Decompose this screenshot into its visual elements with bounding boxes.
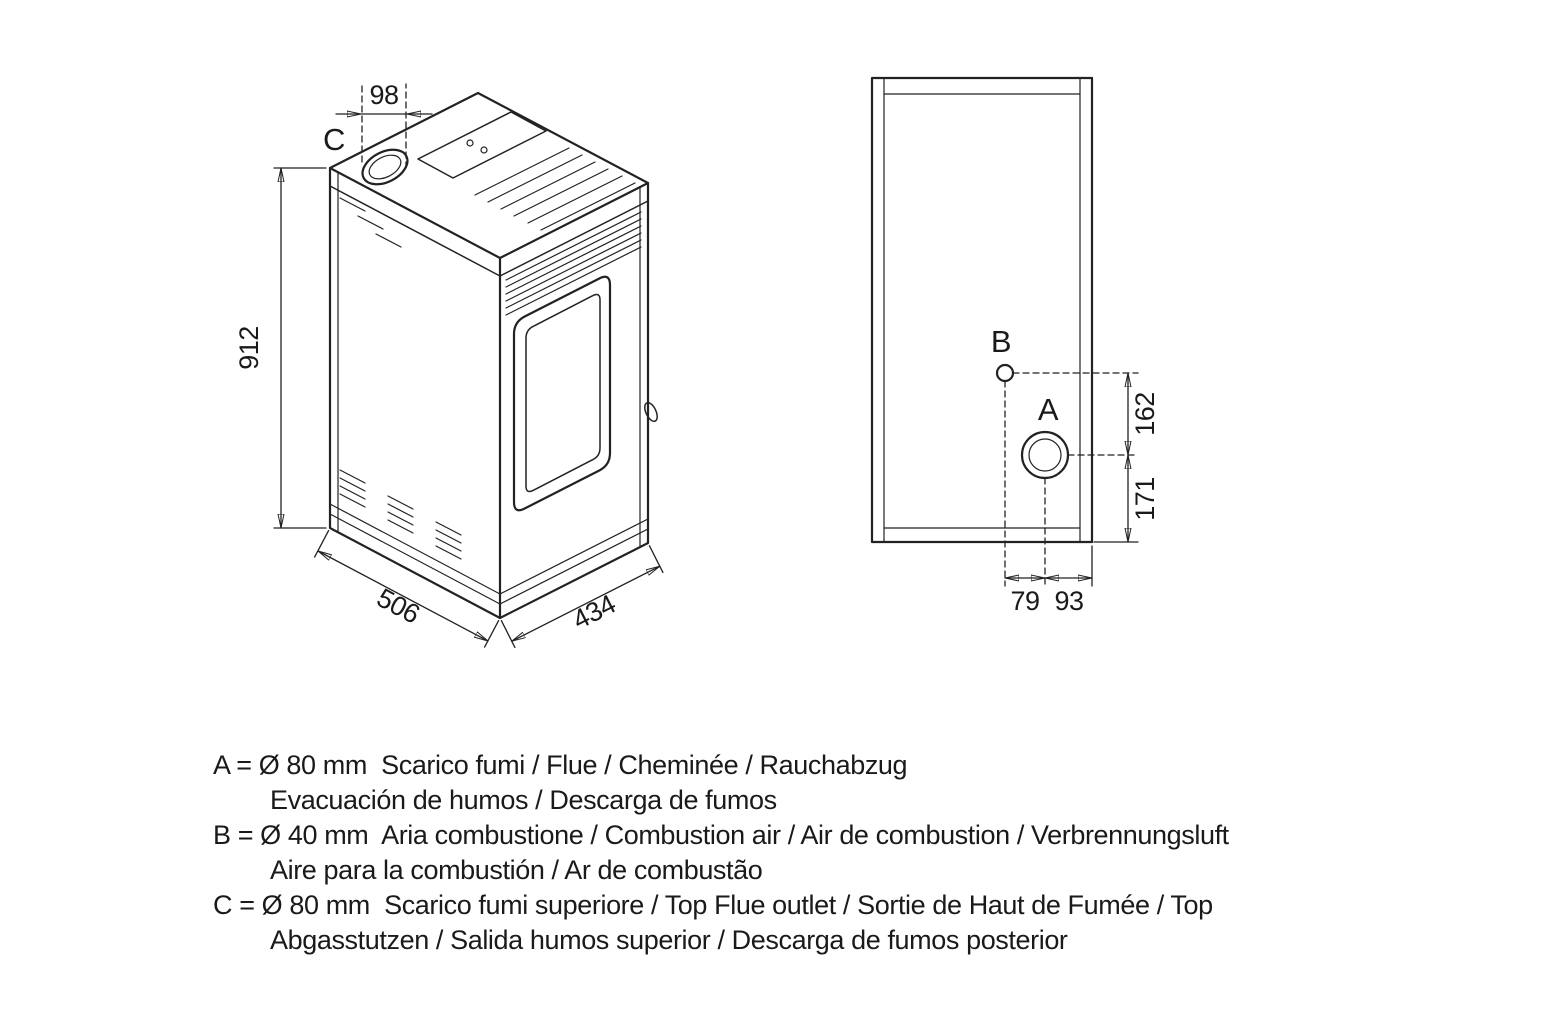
legend-line-a-cont: Evacuación de humos / Descarga de fumos [270,785,777,815]
dim-79-label: 79 [1010,586,1039,616]
door-window [512,275,612,512]
dimension-b-to-a-vertical: 162 [1128,372,1160,456]
legend-line-b-cont: Aire para la combustión / Ar de combustã… [270,855,763,885]
legend-line-c-cont: Abgasstutzen / Salida humos superior / D… [270,925,1068,955]
dimension-flue-offset: 98 C [323,80,433,169]
dim-width-label: 434 [568,589,621,636]
rear-view: B A 162 171 79 93 [870,76,1160,616]
label-a: A [1038,392,1059,427]
dimension-bottom-offsets: 79 93 [1004,578,1093,616]
dimension-a-to-base: 171 [1128,454,1160,543]
label-c: C [323,122,345,157]
side-upper-vents [339,197,402,248]
legend-line-b: B = Ø 40 mm Aria combustione / Combustio… [213,820,1229,850]
front-grille [505,211,642,316]
door-handle [644,401,658,423]
dim-162-label: 162 [1130,392,1160,436]
legend: A = Ø 80 mm Scarico fumi / Flue / Chemin… [213,748,1229,958]
rear-construction-lines [1004,372,1139,587]
dimension-drawing: 98 C 912 506 434 [234,76,1160,649]
control-panel [417,111,547,179]
legend-line-a: A = Ø 80 mm Scarico fumi / Flue / Chemin… [213,750,908,780]
dimension-height: 912 [234,167,327,529]
legend-line-c: C = Ø 80 mm Scarico fumi superiore / Top… [213,890,1213,920]
rear-panel-outline [870,76,1094,544]
dim-height-label: 912 [234,326,264,370]
isometric-view: 98 C 912 506 434 [234,80,664,649]
dim-depth-label: 506 [372,583,425,630]
dim-171-label: 171 [1130,477,1160,521]
top-vent-slots [474,147,636,231]
label-b: B [991,324,1011,359]
dim-flue-offset-label: 98 [369,80,398,110]
dim-93-label: 93 [1054,586,1083,616]
